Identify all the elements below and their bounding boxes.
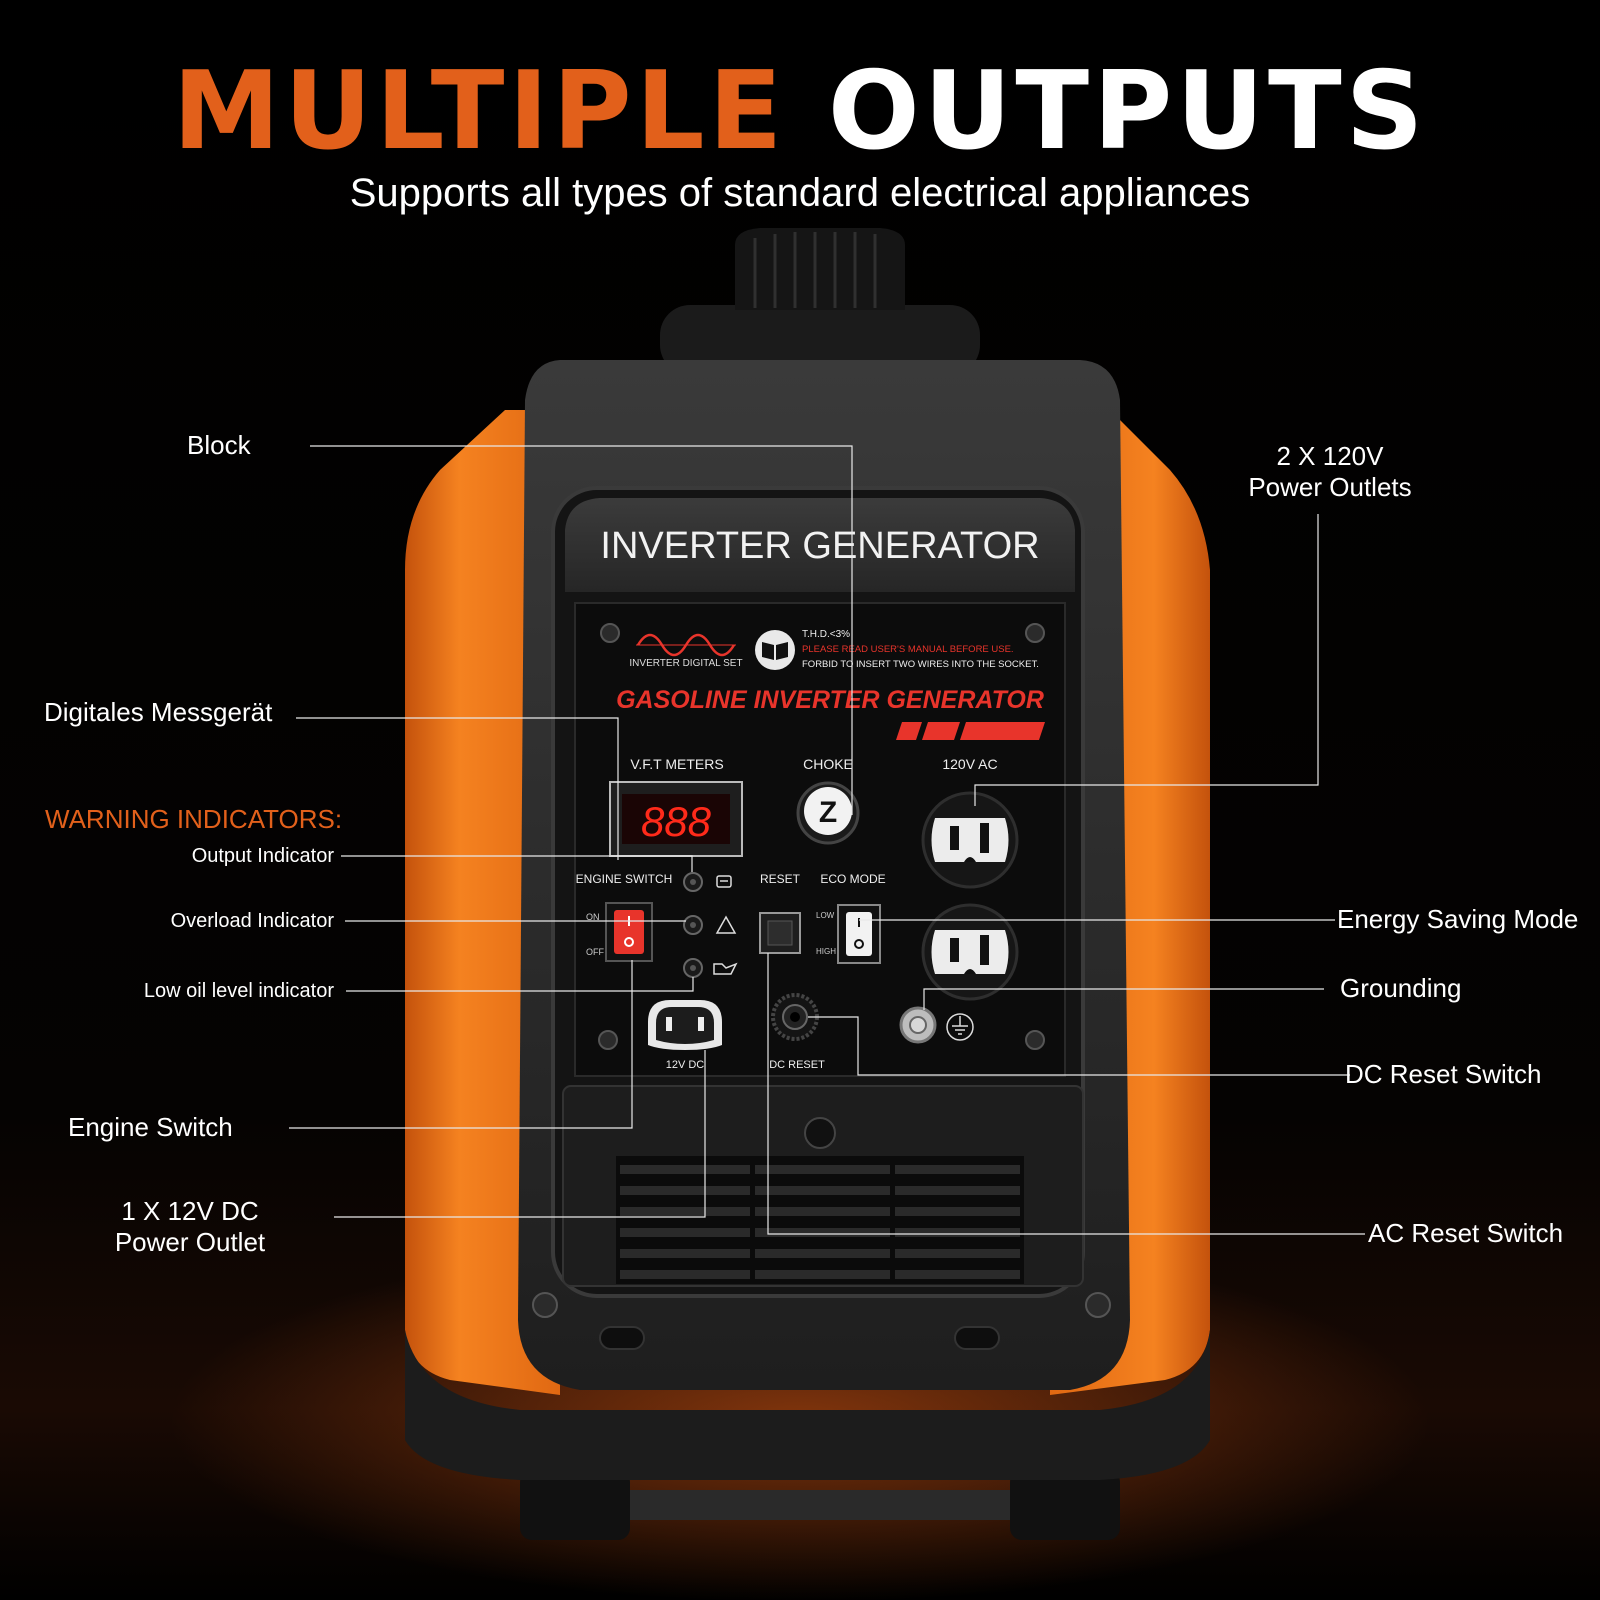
callout-dc-outlet: 1 X 12V DC Power Outlet [90, 1196, 290, 1258]
eco-mode-switch[interactable] [837, 904, 881, 964]
eco-mode-label: ECO MODE [820, 872, 885, 886]
choke-label: CHOKE [803, 756, 853, 772]
callout-power-outlets-line1: 2 X 120V [1276, 441, 1384, 471]
callout-low-oil-indicator: Low oil level indicator [143, 980, 334, 1002]
air-vents [616, 1156, 1024, 1284]
eco-low-label: LOW [816, 911, 835, 920]
bottom-slots [599, 1326, 1000, 1350]
callout-output-indicator: Output Indicator [191, 845, 334, 867]
callout-dc-reset-switch: DC Reset Switch [1345, 1059, 1542, 1089]
engine-switch-on-label: ON [586, 912, 600, 922]
oil-can-icon [713, 962, 738, 975]
subtitle: Supports all types of standard electrica… [349, 171, 1251, 215]
ac-120v-label: 120V AC [942, 756, 997, 772]
callout-grounding: Grounding [1340, 973, 1462, 1003]
fuel-cap [660, 228, 980, 375]
reset-label: RESET [760, 872, 801, 886]
overload-indicator-led [683, 915, 703, 935]
warning-wires: FORBID TO INSERT TWO WIRES INTO THE SOCK… [802, 659, 1039, 670]
ac-outlet-2[interactable] [921, 903, 1019, 1001]
headline: MULTIPLE OUTPUTS [0, 52, 1600, 172]
callout-power-outlets: 2 X 120V Power Outlets [1240, 441, 1420, 503]
manual-book-icon [755, 630, 795, 670]
output-indicator-led [683, 872, 703, 892]
callout-power-outlets-line2: Power Outlets [1248, 472, 1412, 503]
dc-reset-button[interactable] [771, 993, 819, 1041]
grounding-terminal[interactable] [899, 1006, 937, 1044]
cover-screw [804, 1117, 836, 1149]
callout-block: Block [187, 430, 251, 460]
warning-triangle-icon [715, 915, 737, 934]
warning-indicators-title: WARNING INDICATORS: [45, 804, 343, 834]
ac-outlet-1[interactable] [921, 791, 1019, 889]
warning-read-manual: PLEASE READ USER'S MANUAL BEFORE USE. [802, 644, 1014, 655]
callout-digital-meter: Digitales Messgerät [44, 697, 273, 727]
dc-12v-outlet[interactable] [648, 1000, 722, 1050]
generator-feet [520, 1470, 1120, 1540]
engine-switch-toggle[interactable] [605, 902, 653, 962]
ac-reset-button[interactable] [759, 912, 801, 954]
callout-overload-indicator: Overload Indicator [170, 910, 334, 932]
model-title: GASOLINE INVERTER GENERATOR [616, 686, 1044, 714]
battery-icon [716, 875, 732, 888]
callout-dc-outlet-line2: Power Outlet [114, 1227, 266, 1258]
engine-switch-label: ENGINE SWITCH [576, 872, 673, 886]
vft-meters-label: V.F.T METERS [630, 756, 723, 772]
choke-knob-label: Z [819, 796, 837, 829]
eco-high-label: HIGH [816, 947, 836, 956]
callout-energy-saving-mode: Energy Saving Mode [1337, 904, 1579, 934]
low-oil-indicator-led [683, 958, 703, 978]
dc-reset-label: DC RESET [769, 1059, 825, 1071]
choke-knob[interactable]: Z [796, 781, 860, 845]
callout-ac-reset-switch: AC Reset Switch [1368, 1218, 1564, 1248]
callout-engine-switch: Engine Switch [68, 1112, 233, 1142]
headline-word-1: MULTIPLE [172, 49, 787, 174]
callout-dc-outlet-line1: 1 X 12V DC [121, 1196, 259, 1226]
engine-switch-off-label: OFF [586, 947, 604, 957]
dc-12v-label: 12V DC [666, 1059, 705, 1071]
brand-title: INVERTER GENERATOR [600, 525, 1039, 567]
inverter-digital-set-label: INVERTER DIGITAL SET [629, 658, 742, 669]
thd-label: T.H.D.<3% [802, 629, 850, 640]
lower-bumper [405, 1330, 1210, 1480]
headline-word-2: OUTPUTS [827, 49, 1428, 174]
vft-meter-display: 888 [641, 798, 712, 845]
